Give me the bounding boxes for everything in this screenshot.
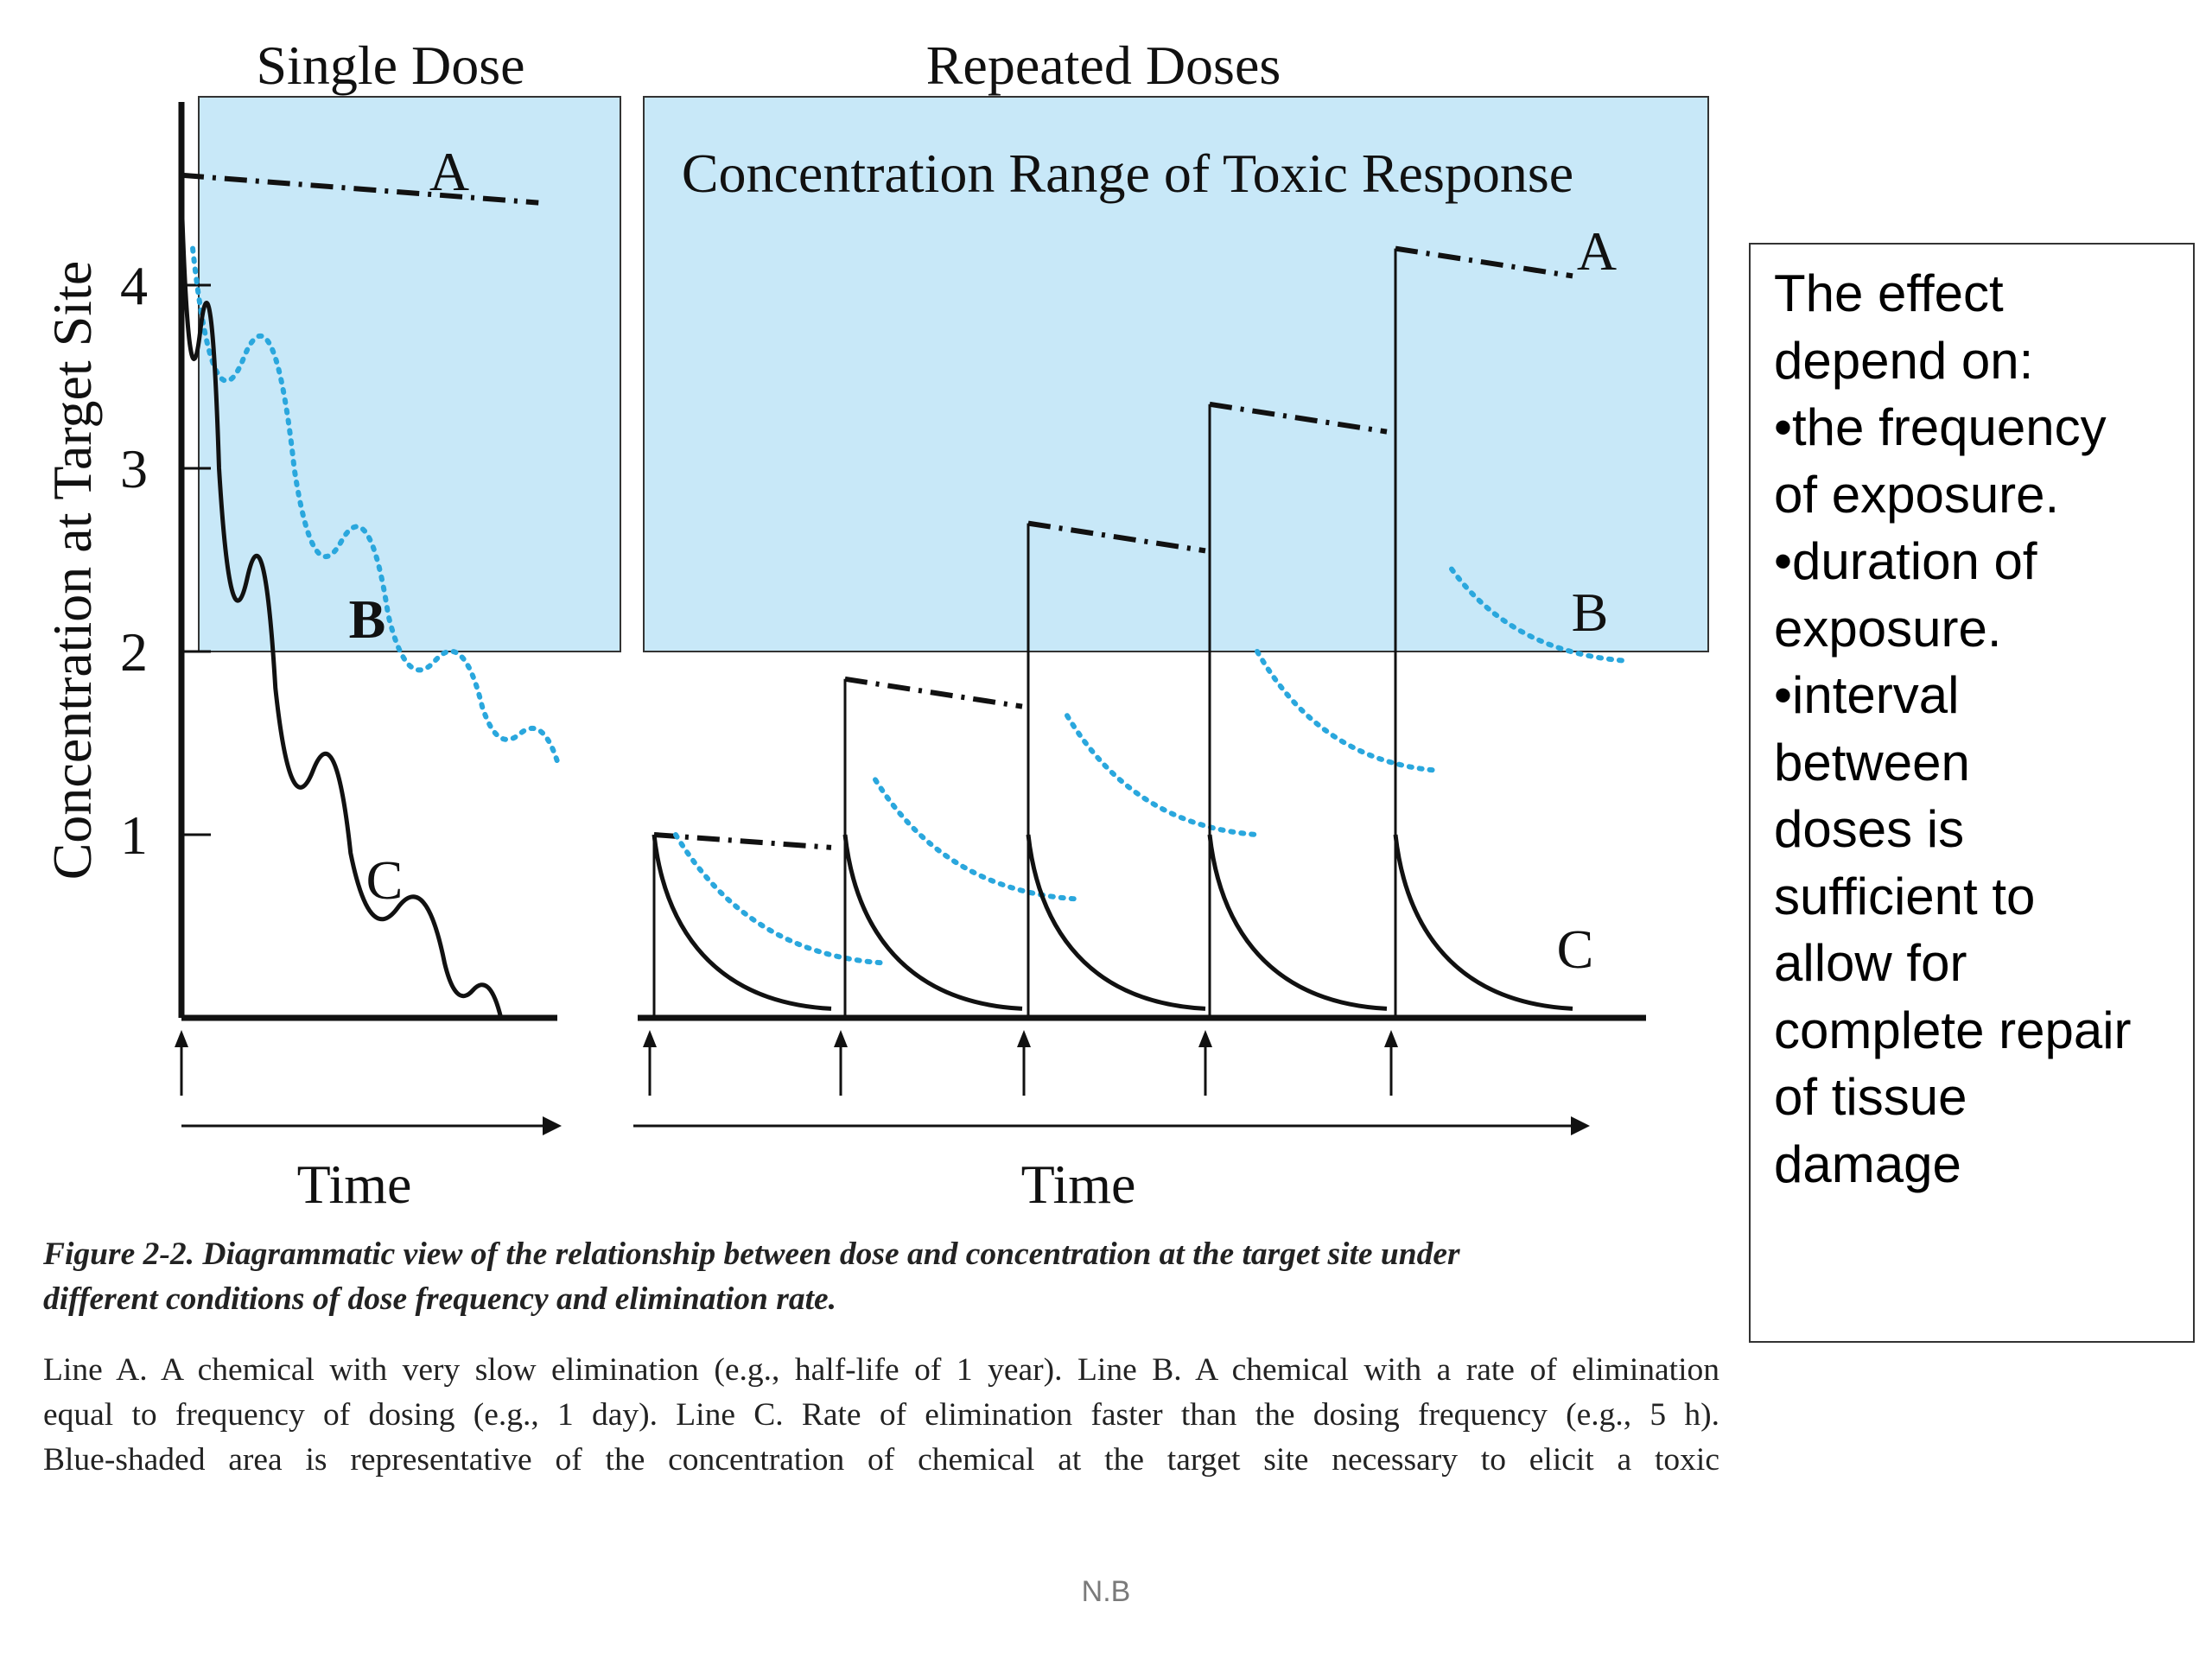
effect-note-line: depend on: xyxy=(1774,331,2034,390)
dose-arrow-head xyxy=(1198,1030,1212,1047)
dose-arrow-head xyxy=(175,1030,188,1047)
effect-note-line: of tissue xyxy=(1774,1068,1967,1126)
footer-initials: N.B xyxy=(1081,1575,1131,1608)
series-c-segment xyxy=(1207,834,1388,1011)
series-a-segment xyxy=(1027,520,1206,554)
effect-notes-box: The effect depend on: •the frequency of exp… xyxy=(1749,243,2195,1343)
series-b-segment xyxy=(1255,649,1441,773)
y-tick-label: 2 xyxy=(120,621,148,683)
series-b-segment xyxy=(873,777,1077,902)
series-c-segment xyxy=(842,834,1023,1011)
series-b-label: B xyxy=(349,588,386,650)
series-a-label: A xyxy=(429,141,469,202)
y-tick-label: 4 xyxy=(120,255,148,316)
caption-body-line-3: Blue-shaded area is representative of th… xyxy=(43,1442,1719,1478)
y-tick-label: 1 xyxy=(120,804,148,866)
effect-note-line: The effect xyxy=(1774,264,2004,322)
dose-concentration-chart: Single Dose 1 2 3 4 Concentration at Target S… xyxy=(41,35,1709,1215)
toxic-range-label: Concentration Range of Toxic Response xyxy=(682,143,1573,204)
y-tick-label: 3 xyxy=(120,438,148,499)
series-c-label: C xyxy=(1557,918,1594,980)
series-c-segment xyxy=(1393,834,1573,1011)
toxic-range-shade xyxy=(198,96,621,652)
effect-note-line: exposure. xyxy=(1774,599,2002,658)
series-c-segment xyxy=(652,834,832,1011)
series-c-label: C xyxy=(366,849,404,911)
panel-title-single: Single Dose xyxy=(256,35,524,96)
single-dose-panel: Single Dose 1 2 3 4 Concentration at Target S… xyxy=(41,35,621,1215)
x-axis-label: Time xyxy=(297,1154,412,1215)
dose-arrow-head xyxy=(643,1030,657,1047)
figure-caption: Figure 2-2. Diagrammatic view of the rel… xyxy=(43,1232,1719,1483)
caption-title-line-1: Figure 2-2. Diagrammatic view of the rel… xyxy=(43,1236,1460,1272)
dose-arrow-head xyxy=(834,1030,848,1047)
effect-note-line: doses is xyxy=(1774,800,1965,858)
effect-note-line: of exposure. xyxy=(1774,465,2060,524)
effect-note-line: •the frequency xyxy=(1774,398,2107,456)
series-b-segment xyxy=(1449,566,1627,664)
series-b-label: B xyxy=(1572,582,1609,643)
series-c-segment xyxy=(1026,834,1206,1011)
series-b-segment xyxy=(673,832,886,966)
series-a-segment xyxy=(1395,245,1573,279)
effect-note-line: •duration of xyxy=(1774,532,2037,590)
dose-arrow-head xyxy=(1384,1030,1398,1047)
series-a-segment xyxy=(653,832,832,850)
effect-note-line: between xyxy=(1774,733,1970,791)
series-c-line xyxy=(179,193,504,1019)
series-a-line xyxy=(181,172,539,206)
caption-body-line-1: Line A. A chemical with very slow elimin… xyxy=(43,1352,1719,1388)
effect-note-line: •interval xyxy=(1774,666,1960,724)
effect-note-line: sufficient to xyxy=(1774,867,2036,925)
y-axis-label: Concentration at Target Site xyxy=(41,261,103,880)
dose-arrow-head xyxy=(1017,1030,1031,1047)
x-axis-label: Time xyxy=(1021,1154,1136,1215)
series-b-segment xyxy=(1065,713,1260,837)
effect-note-line: damage xyxy=(1774,1135,1961,1193)
panel-title-repeated: Repeated Doses xyxy=(926,35,1281,96)
effect-note-line: complete repair xyxy=(1774,1001,2132,1059)
caption-title-line-2: different conditions of dose frequency a… xyxy=(43,1281,837,1317)
caption-body-line-2: equal to frequency of dosing (e.g., 1 da… xyxy=(43,1397,1719,1433)
series-a-segment xyxy=(844,676,1023,709)
time-arrow-head xyxy=(1571,1116,1590,1135)
time-arrow-head xyxy=(543,1116,562,1135)
effect-note-line: allow for xyxy=(1774,934,1967,992)
series-a-segment xyxy=(1209,401,1388,435)
series-a-label: A xyxy=(1577,220,1617,282)
toxic-range-shade xyxy=(643,96,1709,652)
